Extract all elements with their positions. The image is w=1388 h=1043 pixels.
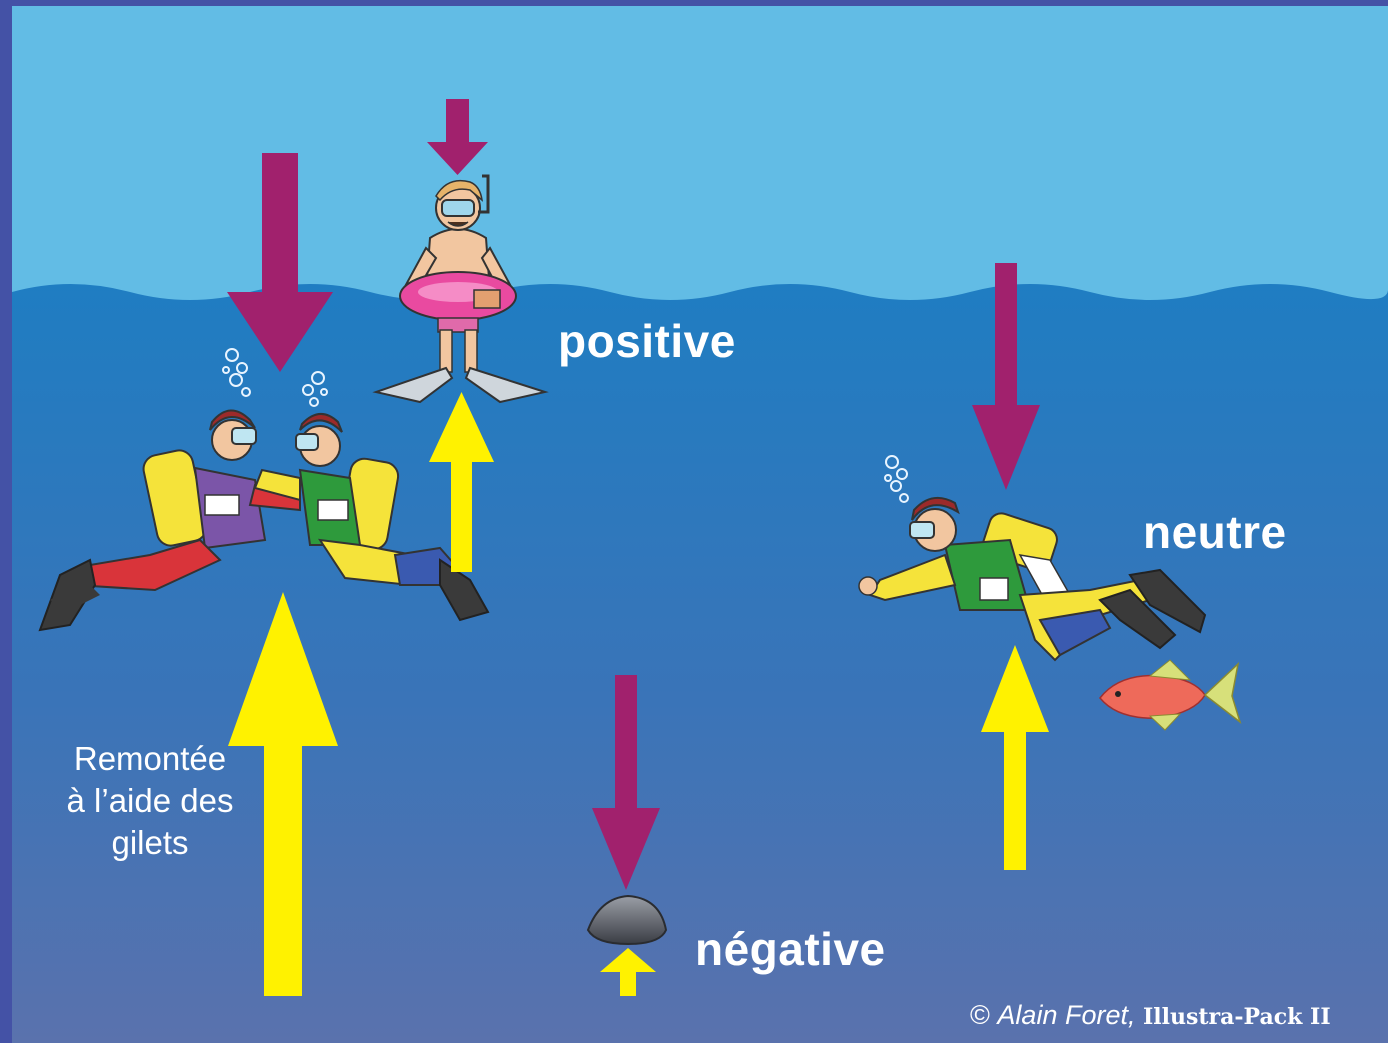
negative-buoyancy-label: négative — [695, 922, 886, 976]
credit-author: Alain Foret, — [997, 1000, 1135, 1030]
ascent-caption-line: gilets — [40, 822, 260, 864]
copyright-credit: © Alain Foret, Illustra-Pack II — [970, 1000, 1331, 1031]
ascent-caption: Remontée à l’aide des gilets — [40, 738, 260, 864]
credit-product: Illustra-Pack II — [1143, 1004, 1331, 1030]
ascent-caption-line: Remontée — [40, 738, 260, 780]
positive-buoyancy-label: positive — [558, 314, 736, 368]
sky-area — [12, 6, 1388, 306]
neutral-buoyancy-label: neutre — [1143, 505, 1287, 559]
ascent-caption-line: à l’aide des — [40, 780, 260, 822]
copyright-symbol: © — [970, 1000, 990, 1030]
